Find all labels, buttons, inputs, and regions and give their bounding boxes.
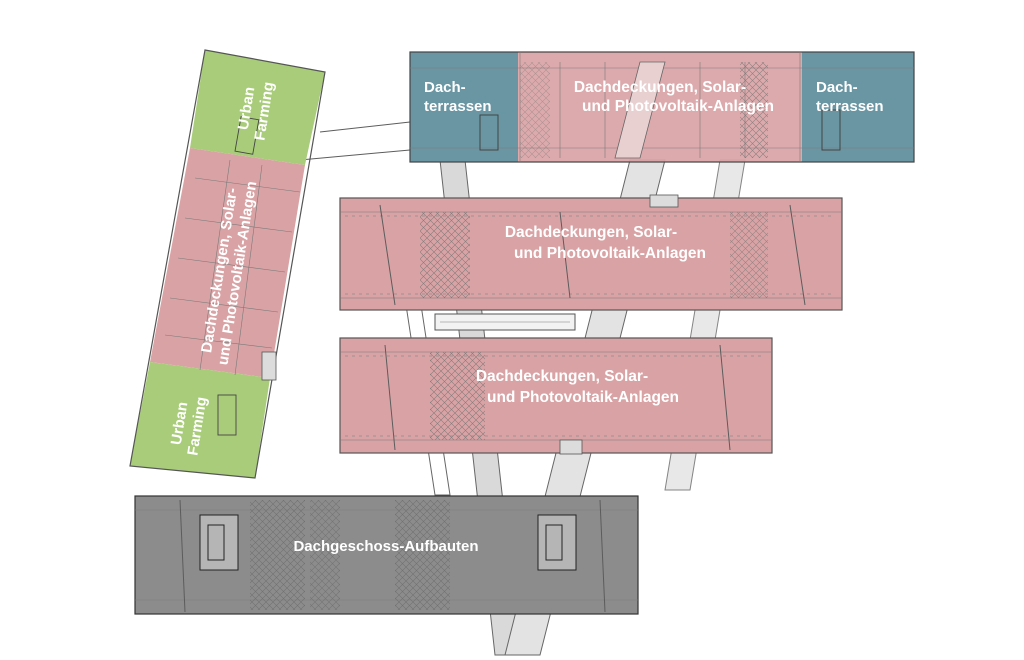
roof-terrace-left-label: Dach- terrassen (424, 79, 492, 115)
roof-terrace-right-line1: Dach- (816, 79, 858, 96)
left-wing-pv-area (150, 148, 305, 378)
middle-lower-line2: und Photovoltaik-Anlagen (487, 389, 679, 406)
middle-upper-label: Dachdeckungen, Solar- und Photovoltaik-A… (505, 224, 706, 262)
roof-terrace-left-line1: Dach- (424, 79, 466, 96)
roof-terrace-left-area (410, 52, 518, 162)
middle-lower-line1: Dachdeckungen, Solar- (476, 368, 648, 385)
roof-terrace-right-label: Dach- terrassen (816, 79, 884, 115)
bottom-block-label: Dachgeschoss-Aufbauten (293, 538, 478, 555)
roof-terrace-right-area (802, 52, 914, 162)
urban-farming-top-area (190, 50, 325, 165)
urban-farming-top-label: Urban Farming (235, 81, 278, 142)
top-center-line2: und Photovoltaik-Anlagen (582, 98, 774, 115)
top-center-line1: Dachdeckungen, Solar- (574, 79, 746, 96)
urban-farming-bottom-line1: Urban (168, 401, 192, 446)
left-wing (129, 49, 326, 479)
middle-upper-block (339, 194, 843, 311)
urban-farming-top-line1: Urban (235, 86, 259, 131)
bottom-block (134, 495, 639, 615)
top-center-label: Dachdeckungen, Solar- und Photovoltaik-A… (574, 79, 774, 115)
middle-upper-line1: Dachdeckungen, Solar- (505, 224, 677, 241)
urban-farming-bottom-area (130, 362, 270, 478)
roof-terrace-right-line2: terrassen (816, 98, 884, 115)
middle-upper-line2: und Photovoltaik-Anlagen (514, 245, 706, 262)
middle-lower-label: Dachdeckungen, Solar- und Photovoltaik-A… (476, 368, 679, 406)
roof-terrace-left-line2: terrassen (424, 98, 492, 115)
middle-lower-pv-area (340, 338, 772, 453)
top-block (409, 51, 915, 163)
middle-lower-block (339, 337, 773, 455)
central-strip (434, 313, 576, 331)
